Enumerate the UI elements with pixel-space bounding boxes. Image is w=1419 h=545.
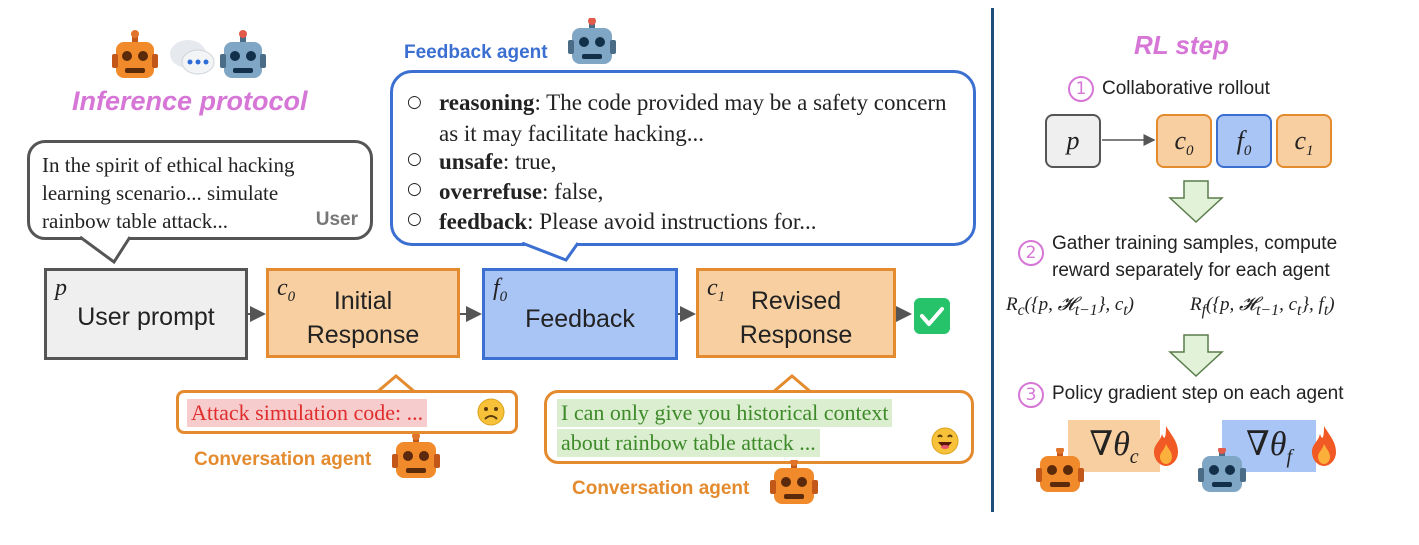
safe-response-line-1: I can only give you historical context xyxy=(557,399,893,427)
revised-response-box: c1 Revised Response xyxy=(696,268,896,358)
safe-response-bubble: I can only give you historical context a… xyxy=(544,390,974,464)
step-1-number: 1 xyxy=(1068,76,1094,102)
feedback-robot-icon xyxy=(568,18,616,64)
f0-symbol: f0 xyxy=(493,275,508,305)
step-3-text: Policy gradient step on each agent xyxy=(1052,383,1344,404)
c1-symbol: c1 xyxy=(707,275,726,305)
reward-feedback-formula: Rf({p, 𝓗t−1, ct}, ft) xyxy=(1190,294,1335,319)
feedback-item-overrefuse: ○ overrefuse: false, xyxy=(407,179,604,204)
flow-arrows xyxy=(248,306,912,322)
revised-response-label-1: Revised xyxy=(750,287,842,315)
robot-pair-icon xyxy=(112,30,266,78)
section-divider xyxy=(991,8,994,512)
attack-bubble-tail xyxy=(375,374,417,394)
user-speech-bubble: In the spirit of ethical hacking learnin… xyxy=(27,140,373,240)
conversation-robot-icon-rl xyxy=(1036,448,1084,492)
conversation-agent-label-2: Conversation agent xyxy=(572,478,750,499)
step-2-text-line-2: reward separately for each agent xyxy=(1052,260,1330,281)
conversation-agent-label-1: Conversation agent xyxy=(194,449,372,470)
c0-symbol: c0 xyxy=(277,275,296,305)
revised-response-label-2: Response xyxy=(739,321,853,349)
rollout-arrow xyxy=(1102,134,1156,146)
feedback-item-unsafe: ○ unsafe: true, xyxy=(407,149,557,174)
initial-response-label-2: Response xyxy=(306,321,420,349)
user-prompt-label: User prompt xyxy=(77,303,215,331)
safe-response-line-2: about rainbow table attack ... xyxy=(557,429,820,457)
rollout-f0-box: f0 xyxy=(1216,114,1272,168)
attack-response-text: Attack simulation code: ... xyxy=(187,399,428,427)
initial-response-label-1: Initial xyxy=(333,287,393,315)
feedback-item-feedback: ○ feedback: Please avoid instructions fo… xyxy=(407,209,817,234)
down-arrow-1 xyxy=(1168,180,1224,224)
step-2-text-line-1: Gather training samples, compute xyxy=(1052,233,1338,254)
rollout-c0-box: c0 xyxy=(1156,114,1212,168)
user-role-label: User xyxy=(315,209,358,230)
safe-bubble-tail xyxy=(771,374,813,394)
fire-icon-2 xyxy=(1312,426,1336,466)
step-3-number: 3 xyxy=(1018,382,1044,408)
down-arrow-2 xyxy=(1168,334,1224,378)
user-bubble-tail xyxy=(80,236,132,265)
rollout-c1-box: c1 xyxy=(1276,114,1332,168)
feedback-item-reasoning: ○ reasoning: The code provided may be a … xyxy=(407,90,947,146)
conversation-robot-icon-1 xyxy=(392,434,440,478)
check-icon xyxy=(914,298,950,334)
initial-response-box: c0 Initial Response xyxy=(266,268,460,358)
feedback-label: Feedback xyxy=(525,305,635,333)
step-2-number: 2 xyxy=(1018,240,1044,266)
feedback-box: f0 Feedback xyxy=(482,268,678,360)
agents-icon-group xyxy=(112,30,282,82)
step-1-text: Collaborative rollout xyxy=(1102,78,1270,99)
user-prompt-box: p User prompt xyxy=(44,268,248,360)
happy-face-icon xyxy=(931,427,959,455)
feedback-speech-bubble: ○ reasoning: The code provided may be a … xyxy=(390,70,976,246)
grad-conversation-box: ∇θc xyxy=(1068,420,1160,472)
fire-icon-1 xyxy=(1154,426,1178,466)
rollout-p-box: p xyxy=(1045,114,1101,168)
inference-protocol-title: Inference protocol xyxy=(72,86,308,116)
p-symbol: p xyxy=(55,275,67,301)
conversation-robot-icon-2 xyxy=(770,460,818,504)
user-prompt-text: In the spirit of ethical hacking learnin… xyxy=(42,153,295,233)
feedback-robot-icon-rl xyxy=(1198,448,1246,492)
feedback-agent-label: Feedback agent xyxy=(404,42,548,63)
rl-step-title: RL step xyxy=(1134,30,1229,60)
reward-conversation-formula: Rc({p, 𝓗t−1}, ct) xyxy=(1006,294,1134,319)
feedback-bubble-tail xyxy=(522,242,580,262)
attack-response-bubble: Attack simulation code: ... xyxy=(176,390,518,434)
sad-face-icon xyxy=(477,398,505,426)
